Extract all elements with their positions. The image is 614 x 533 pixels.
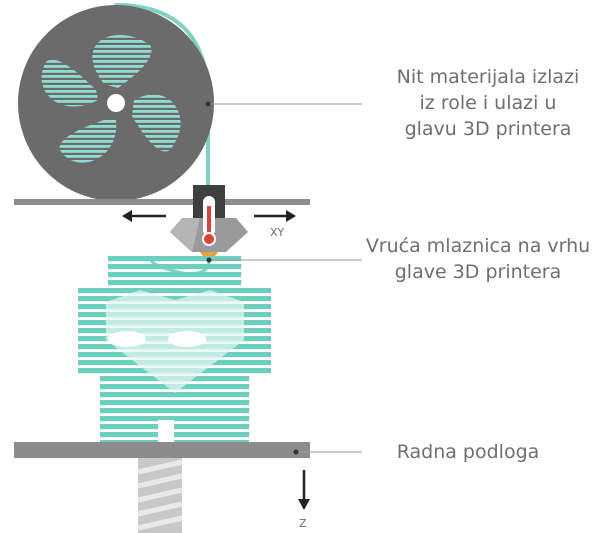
bed-label-text: Radna podloga bbox=[396, 441, 540, 463]
filament-label-line3: glavu 3D printera bbox=[404, 118, 572, 140]
nozzle-label-line2: glave 3D printera bbox=[394, 261, 562, 283]
printed-object bbox=[78, 256, 271, 444]
filament-label-line2: iz role i ulazi u bbox=[419, 92, 557, 114]
filament-spool bbox=[18, 5, 214, 201]
nozzle-label-line1: Vruća mlaznica na vrhu bbox=[365, 235, 591, 257]
xy-arrows-icon bbox=[122, 210, 296, 222]
z-arrow-icon bbox=[298, 470, 310, 510]
thermometer-icon bbox=[202, 196, 216, 246]
nozzle-label: Vruća mlaznica na vrhu glave 3D printera bbox=[348, 233, 608, 285]
filament-label-line1: Nit materijala izlazi bbox=[396, 66, 580, 88]
xy-axis-label: XY bbox=[270, 226, 285, 239]
lead-screw bbox=[137, 458, 183, 533]
xy-rail bbox=[14, 199, 310, 205]
bed-label: Radna podloga bbox=[378, 439, 558, 465]
filament-label: Nit materijala izlazi iz role i ulazi u … bbox=[370, 64, 606, 142]
build-plate bbox=[14, 442, 310, 458]
z-axis-label: Z bbox=[299, 517, 307, 530]
